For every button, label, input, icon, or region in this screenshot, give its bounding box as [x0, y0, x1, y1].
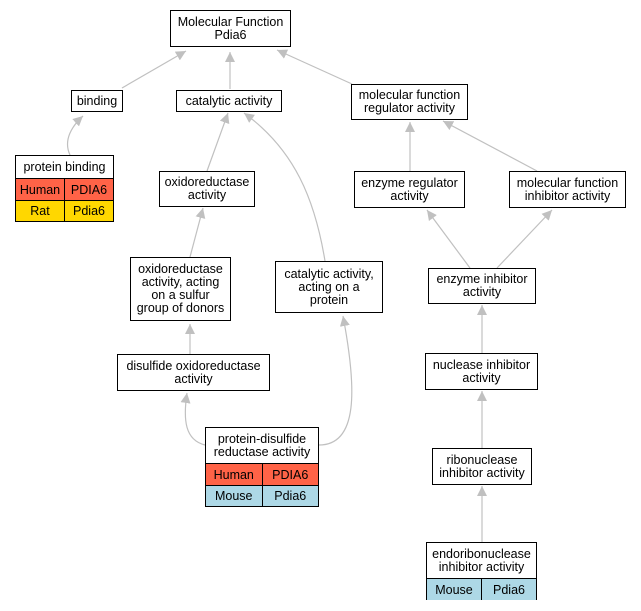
node-protein-disulfide-reductase[interactable]: protein-disulfide reductase activity Hum…: [205, 427, 319, 507]
edge-oxidoreductase-to-catalytic: [206, 112, 230, 172]
annotation-row: Rat Pdia6: [16, 200, 113, 221]
node-pdr-title: protein-disulfide reductase activity: [206, 428, 318, 464]
annotation-row: Human PDIA6: [206, 464, 318, 485]
node-oxidoreductase-activity[interactable]: oxidoreductase activity: [159, 171, 255, 207]
species-cell: Rat: [16, 201, 64, 221]
node-oxidoreductase-sulfur[interactable]: oxidoreductase activity, acting on a sul…: [130, 257, 231, 321]
edge-regulator-to-root: [276, 49, 353, 85]
node-ribonuclease-inhibitor-activity[interactable]: ribonuclease inhibitor activity: [432, 448, 532, 485]
node-mf-inhibitor-activity[interactable]: molecular function inhibitor activity: [509, 171, 626, 208]
species-cell: Human: [16, 179, 64, 200]
species-cell: Mouse: [427, 579, 481, 600]
node-catalytic-on-protein[interactable]: catalytic activity, acting on a protein: [275, 261, 383, 313]
gene-cell: PDIA6: [64, 179, 113, 200]
edge-proteinbinding-to-binding: [66, 115, 84, 156]
node-catalytic-activity[interactable]: catalytic activity: [176, 90, 282, 112]
annotation-row: Mouse Pdia6: [206, 485, 318, 506]
node-disulfide-oxidoreductase[interactable]: disulfide oxidoreductase activity: [117, 354, 270, 391]
gene-cell: Pdia6: [64, 201, 113, 221]
node-endoribonuclease-title: endoribonuclease inhibitor activity: [427, 543, 536, 579]
node-nuclease-inhibitor-activity[interactable]: nuclease inhibitor activity: [425, 353, 538, 390]
node-enzyme-regulator-activity[interactable]: enzyme regulator activity: [354, 171, 465, 208]
node-molecular-function-root[interactable]: Molecular Function Pdia6: [170, 10, 291, 47]
gene-cell: Pdia6: [261, 486, 318, 506]
annotation-row: Mouse Pdia6: [427, 579, 536, 600]
species-cell: Mouse: [206, 486, 262, 506]
edge-catalyticprotein-to-catalytic: [243, 112, 326, 262]
edge-oxidosulfur-to-oxidoreductase: [189, 207, 206, 258]
edge-inhibitor-to-regulator: [442, 120, 538, 172]
edge-enzinhibitor-to-mfinhibitor: [496, 209, 553, 269]
node-binding[interactable]: binding: [71, 90, 123, 112]
node-enzyme-inhibitor-activity[interactable]: enzyme inhibitor activity: [428, 268, 536, 304]
node-protein-binding[interactable]: protein binding Human PDIA6 Rat Pdia6: [15, 155, 114, 222]
edge-binding-to-root: [121, 50, 187, 89]
gene-cell: Pdia6: [481, 579, 536, 600]
edge-pdr-to-disulfide: [180, 392, 206, 446]
annotation-row: Human PDIA6: [16, 179, 113, 200]
species-cell: Human: [206, 464, 262, 485]
gene-cell: PDIA6: [261, 464, 318, 485]
node-mf-regulator-activity[interactable]: molecular function regulator activity: [351, 84, 468, 120]
node-protein-binding-title: protein binding: [16, 156, 113, 179]
edge-pdr-to-catalyticprotein: [318, 315, 353, 446]
node-endoribonuclease-inhibitor[interactable]: endoribonuclease inhibitor activity Mous…: [426, 542, 537, 600]
edge-enzinhibitor-to-enzreg: [426, 209, 471, 269]
